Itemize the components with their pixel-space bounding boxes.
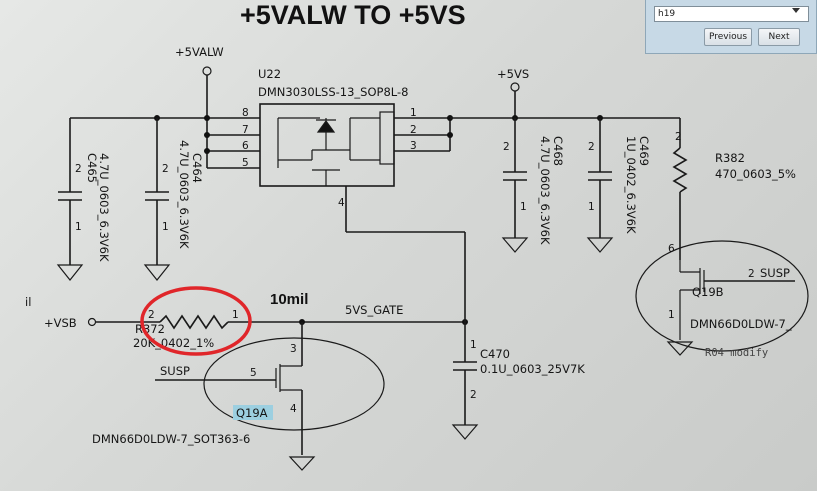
highlight-circle [140, 286, 252, 356]
pin-label: 1 [75, 221, 82, 233]
pin-label: 5 [250, 367, 257, 379]
pin-label: 1 [162, 221, 169, 233]
pin-label: 1 [668, 309, 675, 321]
r372-ref: R372 [135, 322, 165, 336]
net-label-5vs-gate: 5VS_GATE [345, 303, 403, 317]
q19a-part: DMN66D0LDW-7_SOT363-6 [92, 432, 250, 446]
c464-value: 4.7U_0603_6.3V6K [177, 140, 191, 249]
edge-label: il [25, 295, 31, 309]
pin-label: 1 [232, 309, 239, 321]
pin-label: 2 [503, 141, 510, 153]
pin-label: 2 [588, 141, 595, 153]
pin-label: 7 [242, 124, 249, 136]
q19a-ref: Q19A [236, 406, 268, 420]
c470-ref: C470 [480, 347, 510, 361]
susp-label-b: SUSP [760, 266, 790, 280]
net-5vs-symbol [510, 82, 520, 92]
susp-label-a: SUSP [160, 364, 190, 378]
net-label-5vs: +5VS [497, 67, 529, 81]
u22-part: DMN3030LSS-13_SOP8L-8 [258, 85, 408, 99]
vsb-connector [87, 317, 97, 327]
net-label-5valw: +5VALW [175, 45, 224, 59]
r382-value: 470_0603_5% [715, 167, 796, 181]
c465-ref: C465 [85, 153, 99, 183]
c468-ref: C468 [551, 136, 565, 166]
c470-value: 0.1U_0603_25V7K [480, 362, 585, 376]
q19b-ref: Q19B [692, 285, 724, 299]
pin-label: 6 [242, 140, 249, 152]
q19a-highlight [233, 405, 273, 420]
next-button[interactable]: Next [758, 28, 800, 46]
c469-value: 1U_0402_6.3V6K [624, 136, 638, 234]
pin-label: 6 [668, 243, 675, 255]
pin-label: 2 [470, 389, 477, 401]
r382-ref: R382 [715, 151, 745, 165]
pin-label: 2 [148, 309, 155, 321]
pin-label: 2 [162, 163, 169, 175]
pin-label: 3 [410, 140, 417, 152]
pin-label: 2 [75, 163, 82, 175]
c464-ref: C464 [190, 153, 204, 183]
previous-button[interactable]: Previous [704, 28, 752, 46]
q19a-outline [203, 337, 385, 431]
c468-value: 4.7U_0603_6.3V6K [538, 136, 552, 245]
pin-label: 5 [242, 157, 249, 169]
q19b-outline [635, 240, 809, 352]
q19b-part: DMN66D0LDW-7_ [690, 317, 792, 331]
chevron-down-icon[interactable] [792, 8, 800, 13]
find-toolbar: h19 Previous Next [645, 0, 817, 54]
pin-label: 8 [242, 107, 249, 119]
pin-label: 4 [338, 197, 345, 209]
page-title: +5VALW TO +5VS [240, 0, 466, 30]
c465-value: 4.7U_0603_6.3V6K [97, 153, 111, 262]
net-label-vsb: +VSB [44, 316, 77, 330]
pin-label: 1 [588, 201, 595, 213]
width-note: 10mil [270, 291, 308, 308]
pin-label: 3 [290, 343, 297, 355]
pin-label: 4 [290, 403, 297, 415]
pin-label: 2 [410, 124, 417, 136]
u22-body [259, 103, 395, 187]
pin-label: 2 [748, 268, 755, 280]
c469-ref: C469 [637, 136, 651, 166]
pin-label: 1 [410, 107, 417, 119]
pin-label: 1 [520, 201, 527, 213]
net-5valw-symbol [202, 66, 212, 76]
r372-value: 20K_0402_1% [133, 336, 214, 350]
pin-label: 1 [470, 339, 477, 351]
modify-note: R04 modify [705, 347, 768, 359]
pin-label: 2 [675, 131, 682, 143]
u22-ref: U22 [258, 67, 281, 81]
find-input[interactable]: h19 [654, 6, 809, 22]
